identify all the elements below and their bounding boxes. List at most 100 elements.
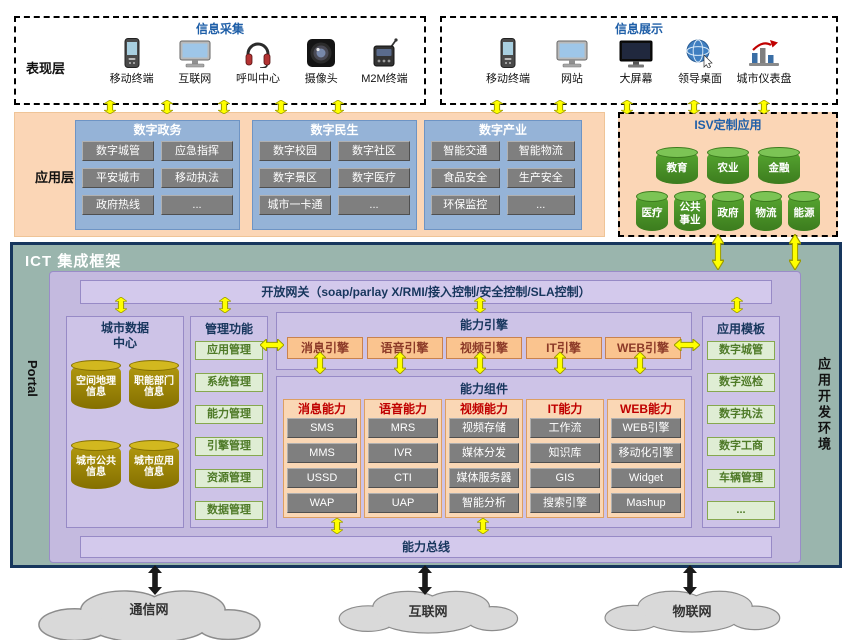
template-item: 车辆管理	[707, 469, 775, 488]
flow-arrow	[673, 337, 701, 353]
capability-item: MRS	[368, 418, 438, 438]
flow-arrow	[113, 296, 129, 314]
capability-item: 智能分析	[449, 493, 519, 513]
framework-title: ICT 集成框架	[25, 253, 122, 270]
isv-domain-cylinder: 医疗	[636, 191, 668, 231]
device-label: 大屏幕	[619, 73, 653, 85]
flow-arrow	[489, 99, 505, 115]
template-item: 数字城管	[707, 341, 775, 360]
flow-arrow	[312, 351, 328, 375]
column-title: 语音能力	[378, 402, 427, 416]
flow-arrow	[472, 296, 488, 314]
dev-environment-label: 应用开发环境	[816, 357, 831, 453]
isv-cylinder-row-1: 教育农业金融	[620, 147, 836, 184]
app-module-item: 智能交通	[431, 141, 500, 161]
collect-device-row: 移动终端 互联网 呼叫中心 摄像头 M2M终端	[100, 34, 416, 99]
display-device-row: 移动终端 网站 大屏幕 领导桌面 城市仪表盘	[476, 34, 796, 99]
engine-button: 视频引擎	[446, 337, 522, 359]
management-functions-box: 管理功能 应用管理系统管理能力管理引擎管理资源管理数据管理	[190, 316, 268, 528]
video-capability-column: 视频能力 视频存储媒体分发媒体服务器智能分析	[445, 399, 523, 518]
app-module-item: 数字景区	[259, 168, 331, 188]
capability-item: 媒体服务器	[449, 468, 519, 488]
isv-domain-cylinder: 教育	[656, 147, 698, 184]
app-module-item: 智能物流	[506, 141, 575, 161]
group-items: 数字城管应急指挥平安城市移动执法政府热线...	[76, 139, 239, 217]
data-cylinder: 职能部门信息	[129, 360, 179, 409]
device-label: 移动终端	[109, 73, 154, 85]
capability-item: CTI	[368, 468, 438, 488]
device-label: 互联网	[178, 73, 212, 85]
network-link-arrow	[683, 565, 697, 595]
column-title: 视频能力	[459, 402, 508, 416]
flow-arrow	[787, 232, 803, 272]
app-module-item: 数字医疗	[338, 168, 410, 188]
iot-network-cloud: 物联网	[598, 585, 786, 635]
capability-item: 知识库	[530, 443, 600, 463]
device-mobile-terminal: 移动终端	[100, 34, 163, 99]
group-title: 数字民生	[310, 123, 359, 137]
data-cylinder: 空间地理信息	[71, 360, 121, 409]
column-title: IT能力	[547, 402, 583, 416]
template-item: 数字工商	[707, 437, 775, 456]
management-item: 资源管理	[195, 469, 263, 488]
application-templates-box: 应用模板 数字城管数字巡检数字执法数字工商车辆管理...	[702, 316, 780, 528]
capability-item: Widget	[611, 468, 681, 488]
cloud-shape	[338, 590, 519, 634]
flow-arrow	[710, 232, 726, 272]
camera-lens-icon	[306, 34, 336, 68]
app-module-item: 数字城管	[82, 141, 154, 161]
device-m2m-terminal: M2M终端	[353, 34, 416, 99]
city-data-center-box: 城市数据中心 空间地理信息职能部门信息城市公共信息城市应用信息	[66, 316, 184, 528]
flow-arrow	[729, 296, 745, 314]
group-title: 数字政务	[133, 123, 182, 137]
isv-domain-cylinder: 物流	[750, 191, 782, 231]
engine-button: 消息引擎	[287, 337, 363, 359]
capability-item: IVR	[368, 443, 438, 463]
app-module-item: 食品安全	[431, 168, 500, 188]
template-items: 数字城管数字巡检数字执法数字工商车辆管理...	[707, 341, 775, 520]
column-title: WEB能力	[620, 402, 672, 416]
ict-framework-panel: ICT 集成框架 Portal 应用开发环境 开放网关（soap/parlay …	[10, 242, 842, 568]
isv-domain-cylinder: 政府	[712, 191, 744, 231]
open-gateway-bar: 开放网关（soap/parlay X/RMI/接入控制/安全控制/SLA控制）	[80, 280, 772, 304]
device-internet: 互联网	[163, 34, 226, 99]
portal-label: Portal	[25, 360, 40, 397]
components-title: 能力组件	[459, 382, 508, 396]
info-display-panel: 信息展示 移动终端 网站 大屏幕 领导桌面 城市仪表盘	[440, 16, 838, 105]
capability-item: MMS	[287, 443, 357, 463]
network-label: 互联网	[408, 604, 448, 619]
isv-domain-cylinder: 金融	[758, 147, 800, 184]
management-item: 应用管理	[195, 341, 263, 360]
flow-arrow	[159, 99, 175, 115]
management-item: 数据管理	[195, 501, 263, 520]
flow-arrow	[619, 99, 635, 115]
flow-arrow	[475, 517, 491, 535]
app-module-item: 生产安全	[506, 168, 575, 188]
device-city-dashboard: 城市仪表盘	[732, 34, 796, 99]
monitor-icon	[556, 34, 588, 68]
capability-item: 移动化引擎	[611, 443, 681, 463]
app-module-item: 城市一卡通	[259, 195, 331, 215]
data-center-title: 城市数据中心	[100, 321, 149, 350]
info-collection-title: 信息采集	[195, 22, 244, 36]
device-website: 网站	[540, 34, 604, 99]
engine-button: IT引擎	[525, 337, 602, 359]
app-module-item: 数字校园	[259, 141, 331, 161]
application-layer-panel: 应用层 数字政务 数字城管应急指挥平安城市移动执法政府热线... 数字民生 数字…	[14, 112, 605, 237]
isv-domain-cylinder: 公共事业	[674, 191, 706, 231]
flow-arrow	[552, 351, 568, 375]
device-mobile-terminal: 移动终端	[476, 34, 540, 99]
mobile-phone-icon	[498, 34, 518, 68]
flow-arrow	[472, 351, 488, 375]
device-call-center: 呼叫中心	[226, 34, 289, 99]
group-items: 智能交通智能物流食品安全生产安全环保监控...	[425, 139, 581, 217]
management-items: 应用管理系统管理能力管理引擎管理资源管理数据管理	[195, 341, 263, 520]
internet-cloud: 互联网	[332, 585, 524, 635]
info-collection-panel: 信息采集 表现层 移动终端 互联网 呼叫中心 摄像头 M2M终端	[14, 16, 426, 105]
device-label: 呼叫中心	[236, 73, 280, 85]
network-link-arrow	[418, 565, 432, 595]
network-label: 物联网	[672, 604, 712, 619]
framework-inner-panel: 开放网关（soap/parlay X/RMI/接入控制/安全控制/SLA控制） …	[49, 271, 801, 563]
